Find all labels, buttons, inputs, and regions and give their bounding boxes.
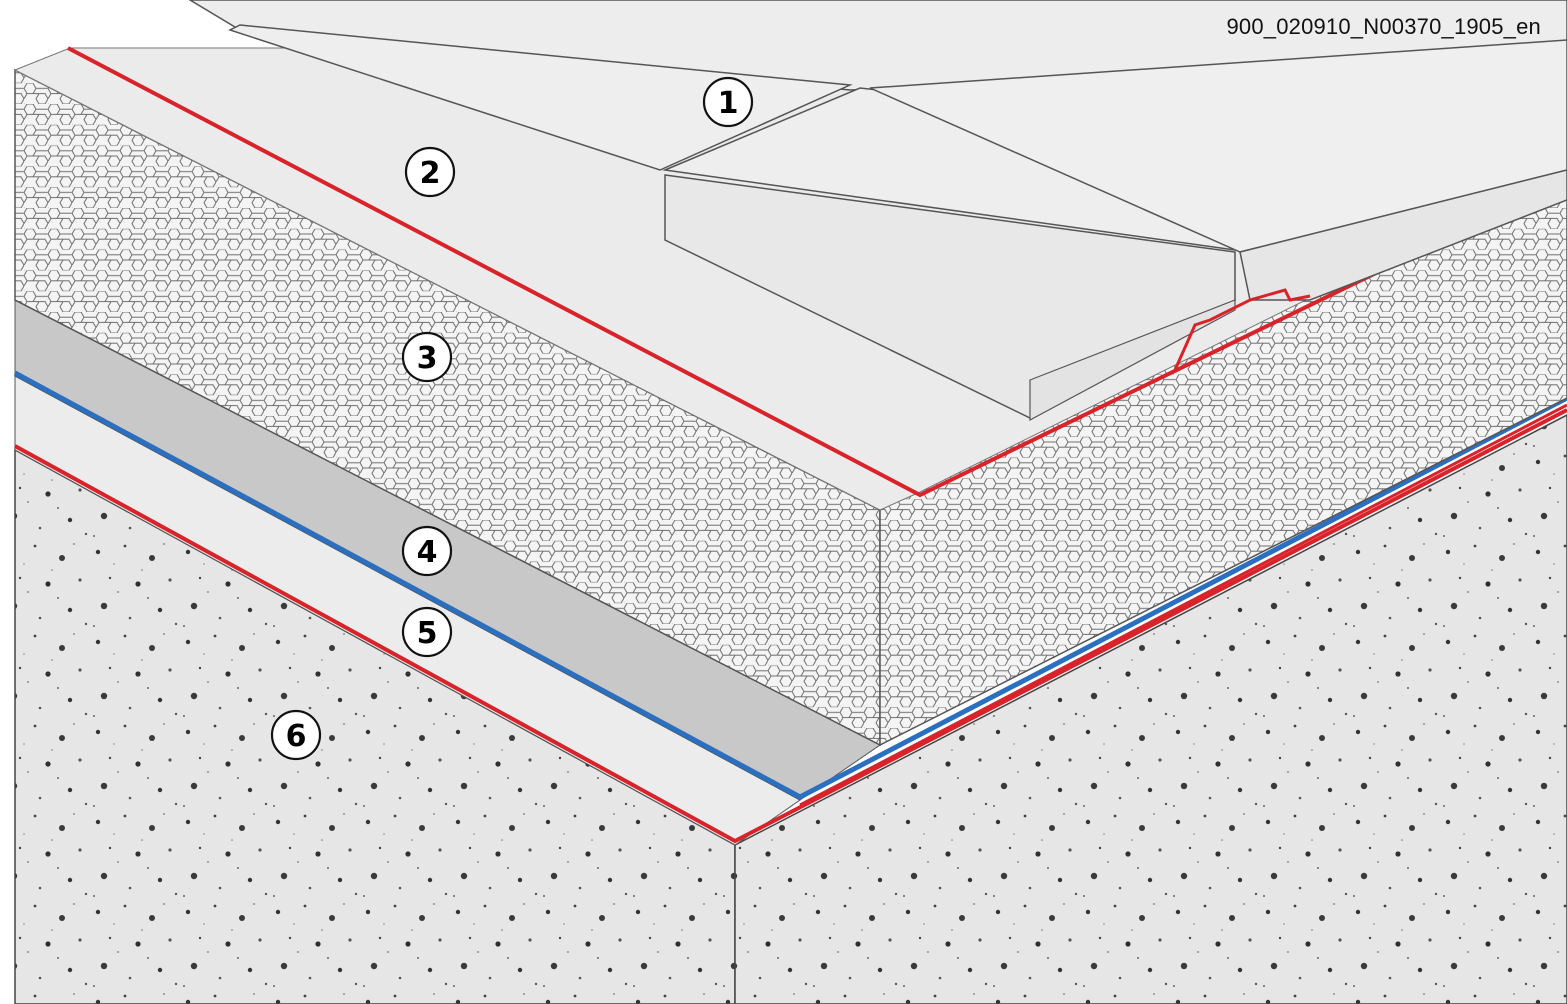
slab-right-side <box>1239 169 1567 301</box>
tongue-groove-joint <box>1173 288 1311 371</box>
slab-front-face <box>1029 299 1236 422</box>
svg-text:6: 6 <box>286 719 307 754</box>
red-membrane-upper <box>67 46 1567 498</box>
callout-6: 6 <box>270 709 322 761</box>
callout-3: 3 <box>401 331 453 383</box>
concrete-side-face <box>734 414 1567 1004</box>
callout-5: 5 <box>401 606 453 658</box>
callout-1: 1 <box>702 76 754 128</box>
svg-text:3: 3 <box>417 341 438 376</box>
document-code: 900_020910_N00370_1905_en <box>1226 14 1541 39</box>
callout-2: 2 <box>404 146 456 198</box>
red-membrane-lower <box>14 408 1567 844</box>
slab-left-top <box>228 24 853 171</box>
blue-membrane <box>13 370 1567 800</box>
svg-text:5: 5 <box>417 616 438 651</box>
red-membrane-side <box>799 403 1567 807</box>
svg-text:2: 2 <box>420 156 441 191</box>
svg-text:1: 1 <box>718 86 739 121</box>
svg-text:4: 4 <box>417 535 438 570</box>
callout-4: 4 <box>401 525 453 577</box>
slab-right-top <box>869 39 1567 253</box>
